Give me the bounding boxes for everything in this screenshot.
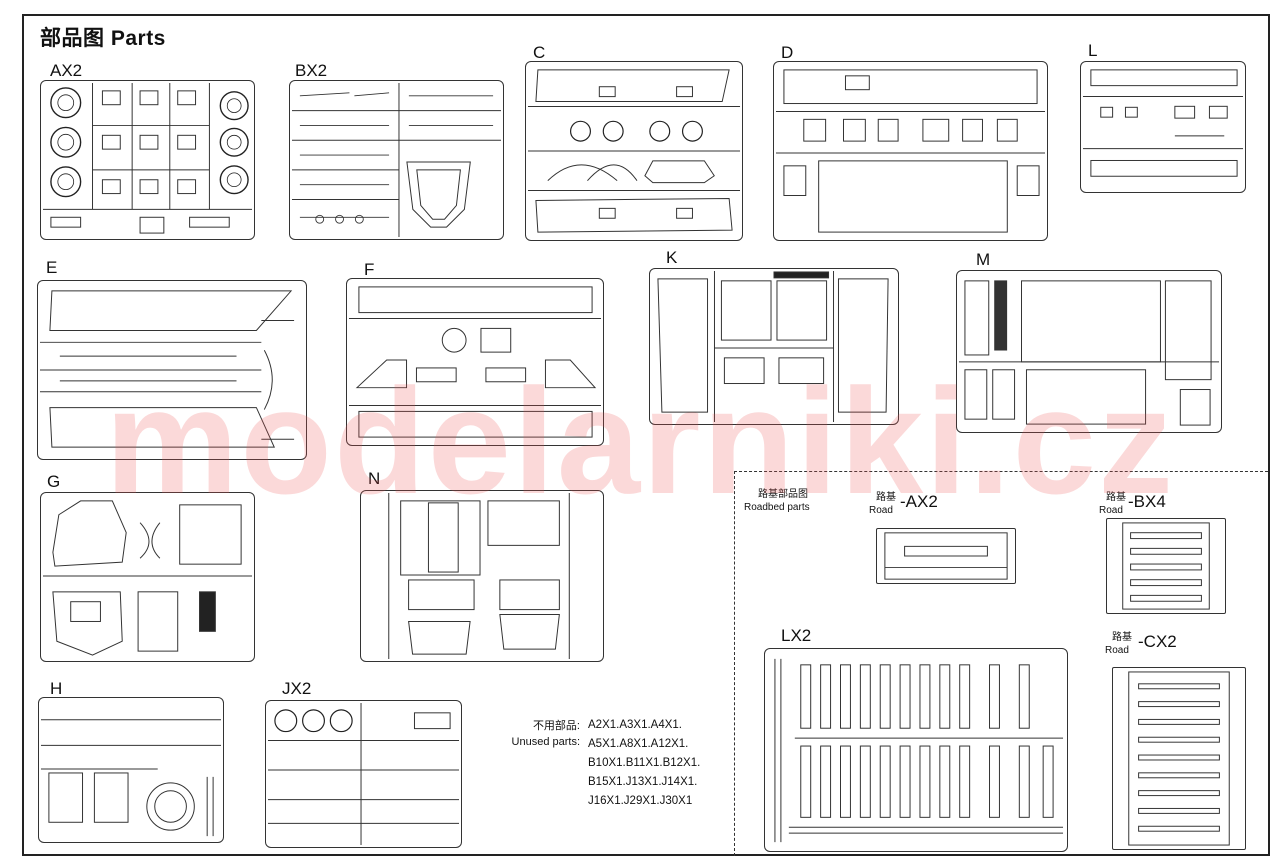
page-frame (22, 14, 1270, 856)
sprue-label-m: M (976, 250, 991, 269)
road-ax2-drawing (876, 528, 1016, 584)
sprue-c-drawing (525, 61, 743, 241)
roadbed-heading-cn: 路基部品图 (758, 489, 808, 500)
sprue-d-drawing (773, 61, 1048, 241)
unused-parts-line: J16X1.J29X1.J30X1 (588, 795, 693, 807)
unused-parts-list: A2X1.A3X1.A4X1. A5X1.A8X1.A12X1. B10X1.B… (588, 716, 700, 811)
unused-parts-line: A2X1.A3X1.A4X1. (588, 719, 682, 731)
road-ax2-cn: 路基 (876, 492, 896, 503)
road-ax2-en: Road (869, 505, 893, 516)
sprue-label-c: C (533, 43, 546, 62)
road-bx4-drawing (1106, 518, 1226, 614)
unused-parts-label-cn: 不用部品: (532, 720, 580, 732)
road-ax2-code: -AX2 (900, 492, 938, 511)
sprue-label-lx2: LX2 (781, 626, 812, 645)
unused-parts-label: 不用部品: Unused parts: (500, 718, 580, 750)
sprue-f-drawing (346, 278, 604, 446)
road-bx4-cn: 路基 (1106, 492, 1126, 503)
sprue-label-e: E (46, 258, 58, 277)
sprue-label-k: K (666, 248, 678, 267)
roadbed-heading: 路基部品图 Roadbed parts (744, 488, 810, 514)
sprue-h-drawing (38, 697, 224, 843)
sprue-label-ax2: AX2 (50, 61, 83, 80)
sprue-label-bx2: BX2 (295, 61, 328, 80)
sprue-g-drawing (40, 492, 255, 662)
sprue-jx2-drawing (265, 700, 462, 848)
roadbed-divider-top (734, 471, 1268, 472)
sprue-label-jx2: JX2 (282, 679, 312, 698)
sprue-n-drawing (360, 490, 604, 662)
roadbed-heading-en: Roadbed parts (744, 502, 810, 513)
page-title: 部品图 Parts (40, 27, 166, 50)
sprue-label-g: G (47, 472, 61, 491)
sprue-m-drawing (956, 270, 1222, 433)
sprue-label-f: F (364, 260, 375, 279)
road-cx2-code: -CX2 (1138, 632, 1177, 651)
sprue-label-n: N (368, 469, 381, 488)
road-cx2-cn: 路基 (1112, 632, 1132, 643)
sprue-ax2-drawing (40, 80, 255, 240)
unused-parts-line: A5X1.A8X1.A12X1. (588, 738, 689, 750)
sprue-bx2-drawing (289, 80, 504, 240)
sprue-k-drawing (649, 268, 899, 425)
road-bx4-en: Road (1099, 505, 1123, 516)
sprue-e-drawing (37, 280, 307, 460)
roadbed-divider-left (734, 471, 735, 856)
road-cx2-drawing (1112, 667, 1246, 850)
unused-parts-line: B15X1.J13X1.J14X1. (588, 776, 698, 788)
sprue-l-drawing (1080, 61, 1246, 193)
road-cx2-en: Road (1105, 645, 1129, 656)
sprue-label-d: D (781, 43, 794, 62)
sprue-label-h: H (50, 679, 63, 698)
unused-parts-label-en: Unused parts: (511, 736, 580, 748)
sprue-label-l: L (1088, 41, 1098, 60)
road-bx4-code: -BX4 (1128, 492, 1166, 511)
unused-parts-line: B10X1.B11X1.B12X1. (588, 757, 701, 769)
sprue-lx2-drawing (764, 648, 1068, 852)
